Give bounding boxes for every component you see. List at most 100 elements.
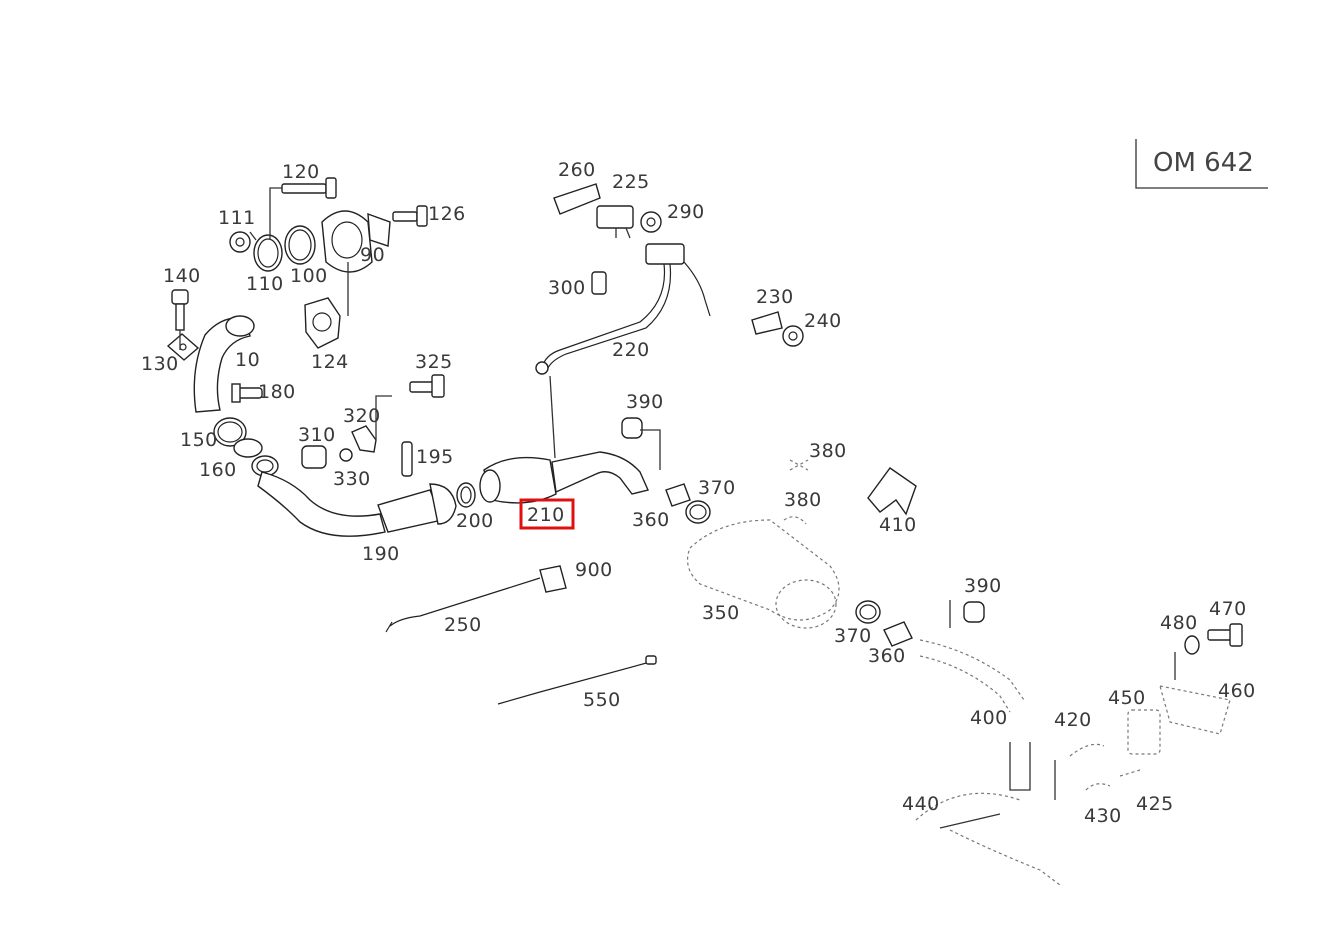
part-150-clamp[interactable] (213, 417, 247, 447)
label-140: 140 (163, 265, 201, 287)
part-425-tip[interactable] (1119, 769, 1141, 777)
part-10-pipe[interactable] (193, 315, 255, 413)
part-450-mount[interactable] (1127, 709, 1161, 755)
label-240: 240 (804, 310, 842, 332)
part-220-pressure-pipe[interactable] (535, 243, 711, 375)
label-200: 200 (456, 510, 494, 532)
part-380-clip-lower[interactable] (783, 516, 807, 525)
label-124: 124 (311, 351, 349, 373)
part-126-bolt[interactable] (392, 205, 428, 227)
label-430: 430 (1084, 805, 1122, 827)
label-126: 126 (428, 203, 466, 225)
label-420: 420 (1054, 709, 1092, 731)
label-230: 230 (756, 286, 794, 308)
part-460-bracket[interactable] (1159, 685, 1231, 735)
part-180-sensor[interactable] (231, 383, 263, 403)
part-100-gasket-ring[interactable] (284, 225, 316, 265)
label-480: 480 (1160, 612, 1198, 634)
part-90-flange[interactable] (321, 210, 391, 273)
part-470-bolt[interactable] (1207, 623, 1243, 647)
label-225: 225 (612, 171, 650, 193)
label-160: 160 (199, 459, 237, 481)
part-124-gasket[interactable] (304, 297, 341, 349)
part-230-bracket[interactable] (751, 311, 783, 335)
label-390-upper: 390 (626, 391, 664, 413)
part-190-front-pipe[interactable] (257, 471, 457, 537)
label-300: 300 (548, 277, 586, 299)
label-470: 470 (1209, 598, 1247, 620)
label-310: 310 (298, 424, 336, 446)
engine-label: OM 642 (1153, 148, 1254, 178)
part-labels: 120 111 126 90 110 100 140 124 130 10 18… (141, 159, 1256, 827)
highlight-box-210 (519, 498, 575, 530)
part-110-clamp[interactable] (249, 231, 283, 272)
label-100: 100 (290, 265, 328, 287)
part-250-sensor-cable[interactable] (385, 577, 541, 633)
part-390-nut-upper[interactable] (621, 417, 643, 439)
part-400-rear-pipe[interactable] (919, 639, 1025, 713)
label-150: 150 (180, 429, 218, 451)
part-410-heat-shield[interactable] (867, 467, 917, 516)
label-360-upper: 360 (632, 509, 670, 531)
label-130: 130 (141, 353, 179, 375)
label-325: 325 (415, 351, 453, 373)
part-210-particulate-filter[interactable] (479, 451, 649, 504)
label-90: 90 (360, 244, 385, 266)
part-200-clamp[interactable] (456, 482, 476, 508)
label-260: 260 (558, 159, 596, 181)
label-290: 290 (667, 201, 705, 223)
label-390-lower: 390 (964, 575, 1002, 597)
leader-lines (179, 187, 1176, 829)
label-350: 350 (702, 602, 740, 624)
part-440-rear-silencer[interactable] (915, 792, 1061, 886)
part-360-gasket-upper[interactable] (665, 483, 691, 507)
part-390-nut-lower[interactable] (963, 601, 985, 623)
label-250: 250 (444, 614, 482, 636)
label-550: 550 (583, 689, 621, 711)
label-180: 180 (258, 381, 296, 403)
label-110: 110 (246, 273, 284, 295)
part-195-sensor[interactable] (401, 441, 413, 477)
part-900-bracket[interactable] (539, 565, 567, 593)
part-240-nut[interactable] (782, 325, 804, 347)
label-360-lower: 360 (868, 645, 906, 667)
part-140-bolt[interactable] (171, 289, 189, 331)
part-310-mount[interactable] (301, 445, 327, 469)
part-260-bracket[interactable] (553, 183, 601, 215)
part-160-ring[interactable] (233, 438, 279, 477)
part-360-gasket-lower[interactable] (883, 621, 913, 647)
part-380-clip-upper[interactable] (789, 459, 809, 471)
engine-label-box: OM 642 (1135, 139, 1268, 189)
part-550-sensor[interactable] (497, 655, 657, 705)
label-460: 460 (1218, 680, 1256, 702)
part-430-clamp[interactable] (1085, 783, 1111, 791)
part-370-ring-upper[interactable] (685, 500, 711, 524)
label-380-upper: 380 (809, 440, 847, 462)
part-330-washer[interactable] (339, 448, 353, 462)
label-111: 111 (218, 207, 256, 229)
part-120-bolt[interactable] (281, 177, 337, 199)
label-380-lower: 380 (784, 489, 822, 511)
part-420-hanger[interactable] (1069, 743, 1105, 757)
label-10: 10 (235, 349, 260, 371)
part-350-middle-silencer[interactable] (687, 519, 840, 629)
label-120: 120 (282, 161, 320, 183)
label-330: 330 (333, 468, 371, 490)
part-300-connector[interactable] (591, 271, 607, 295)
label-410: 410 (879, 514, 917, 536)
label-370-lower: 370 (834, 625, 872, 647)
part-325-bolt[interactable] (409, 374, 445, 398)
part-480-washer[interactable] (1184, 635, 1200, 655)
part-370-ring-lower[interactable] (855, 600, 881, 624)
part-111-nut[interactable] (229, 231, 251, 253)
label-320: 320 (343, 405, 381, 427)
label-400: 400 (970, 707, 1008, 729)
part-290-nut[interactable] (640, 211, 662, 233)
label-450: 450 (1108, 687, 1146, 709)
label-370-upper: 370 (698, 477, 736, 499)
part-225-pressure-sensor[interactable] (596, 205, 634, 239)
label-220: 220 (612, 339, 650, 361)
label-190: 190 (362, 543, 400, 565)
part-320-bracket[interactable] (351, 425, 377, 453)
